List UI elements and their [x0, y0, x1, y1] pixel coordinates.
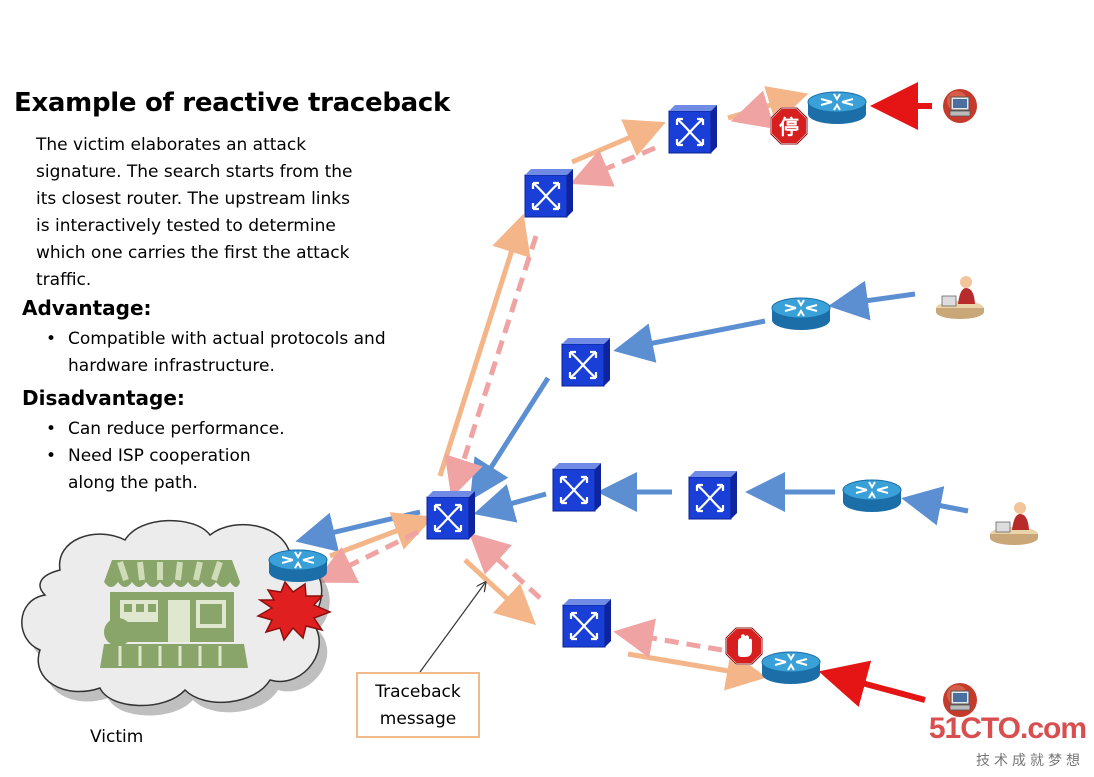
router-top-icon — [807, 91, 867, 125]
callout-line-1: Traceback — [375, 682, 461, 702]
pink-arrow-center-victim — [314, 529, 420, 583]
stop-sign-top-icon: 停 — [770, 107, 808, 145]
switch-right-icon — [551, 461, 603, 513]
attack-burst-icon — [256, 580, 332, 642]
advantage-item-continued: hardware infrastructure. — [68, 356, 275, 376]
switch-top-right-icon — [667, 103, 719, 155]
stop-sign-bottom-icon — [725, 627, 763, 665]
description: The victim elaborates an attack signatur… — [36, 132, 396, 294]
router-mid-icon — [771, 297, 831, 331]
attack-arrows — [818, 82, 932, 707]
attack-arrow-bottom — [818, 660, 926, 707]
blue-arrow-router-switch — [613, 318, 766, 363]
switch-mid-icon — [560, 336, 612, 388]
page-title: Example of reactive traceback — [14, 88, 450, 118]
user-bottom-icon — [989, 501, 1039, 546]
disadvantage-heading: Disadvantage: — [22, 386, 185, 410]
disadvantage-item: •Can reduce performance. — [46, 419, 285, 439]
switch-top-left-icon — [523, 167, 575, 219]
advantage-item: •Compatible with actual protocols and — [46, 329, 386, 349]
callout-line-2: message — [379, 709, 457, 729]
description-line: its closest router. The upstream links — [36, 189, 351, 209]
orange-arrow-switch-switch-top — [571, 119, 666, 165]
description-line: which one carries the first the attack — [36, 243, 350, 263]
advantage-list: •Compatible with actual protocols and ha… — [36, 326, 386, 380]
legit-traffic-arrows — [295, 280, 969, 552]
victim-label: Victim — [90, 727, 144, 747]
pink-arrow-router-switch-bottom — [613, 618, 723, 658]
orange-arrow-center-switch-bottom — [463, 558, 537, 626]
switch-far-right-icon — [687, 469, 739, 521]
description-line: signature. The search starts from the — [36, 162, 353, 182]
description-line: is interactively tested to determine — [36, 216, 336, 236]
router-bottom-icon — [761, 651, 821, 685]
svg-text:停: 停 — [779, 115, 799, 139]
disadvantage-list: •Can reduce performance. •Need ISP coope… — [36, 416, 285, 497]
blue-arrow-user1-router — [828, 280, 916, 321]
router-lower-icon — [842, 479, 902, 513]
blue-arrow-switch-center — [469, 376, 551, 501]
switch-bottom-icon — [561, 597, 613, 649]
pink-arrow-switch-center-top — [444, 235, 539, 499]
disadvantage-item-continued: along the path. — [68, 473, 198, 493]
victim-router-icon — [268, 549, 328, 583]
blue-arrow-switch2-center — [473, 484, 547, 523]
orange-arrow-center-switch-top — [437, 213, 531, 477]
pink-arrow-switch-center-bottom — [468, 532, 542, 600]
blue-arrow-center-victim — [295, 509, 421, 552]
shop-icon — [100, 560, 248, 668]
traceback-arrows — [314, 90, 775, 658]
watermark-logo: 51CTO.com — [928, 712, 1087, 745]
traceback-message-callout: Traceback message — [356, 672, 480, 738]
callout-pointer — [419, 583, 485, 673]
advantage-heading: Advantage: — [22, 296, 152, 320]
attacker-pc-top-icon — [942, 88, 978, 124]
pink-arrow-router-switch-top — [730, 90, 775, 129]
blue-arrow-user2-router — [901, 486, 969, 526]
watermark-tagline: 技术成就梦想 — [976, 753, 1084, 769]
user-top-icon — [935, 275, 985, 320]
pink-arrow-switch-switch-top — [570, 145, 656, 187]
description-line: The victim elaborates an attack — [36, 135, 307, 155]
description-line: traffic. — [36, 270, 92, 290]
switch-center-icon — [425, 489, 477, 541]
disadvantage-item: •Need ISP cooperation — [46, 446, 251, 466]
